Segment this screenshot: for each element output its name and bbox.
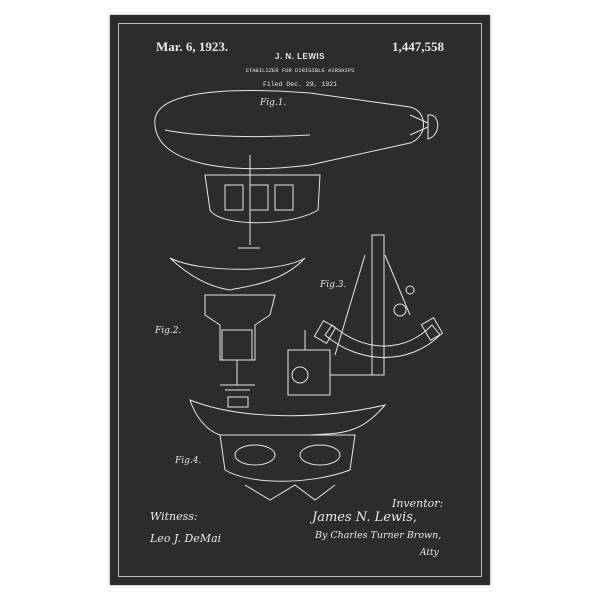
patent-drawing: Fig.1. Fig.2. Fig.3. Fig.4.: [154, 90, 444, 501]
poster-border: [118, 23, 482, 577]
patent-title: STABILIZER FOR DIRIGIBLE AIRSHIPS: [245, 67, 355, 74]
attorney-signature: By Charles Turner Brown,: [315, 530, 442, 541]
witness-signature: Leo J. DeMai: [150, 532, 222, 545]
witness-label: Witness:: [150, 510, 198, 523]
fig2-label: Fig.2.: [154, 326, 181, 336]
patent-date: Mar. 6, 1923.: [156, 39, 229, 54]
patent-number: 1,447,558: [392, 39, 444, 54]
fig3-label: Fig.3.: [319, 280, 346, 290]
attorney-suffix: Atty: [420, 548, 439, 558]
inventor-signature: James N. Lewis,: [312, 510, 418, 525]
fig1-label: Fig.1.: [259, 98, 286, 108]
fig4-label: Fig.4.: [174, 456, 201, 466]
fig3-mechanism: [287, 234, 444, 396]
inventor-label: Inventor:: [392, 497, 444, 510]
filed-date: Filed Dec. 29, 1921: [262, 81, 338, 88]
fig4-airship-section: [189, 399, 387, 501]
inventor-name: J. N. LEWIS: [275, 52, 325, 61]
patent-poster: Mar. 6, 1923. 1,447,558 J. N. LEWIS STAB…: [110, 15, 490, 585]
fig2-stabilizer: [169, 257, 306, 408]
fig1-airship: [154, 90, 439, 249]
